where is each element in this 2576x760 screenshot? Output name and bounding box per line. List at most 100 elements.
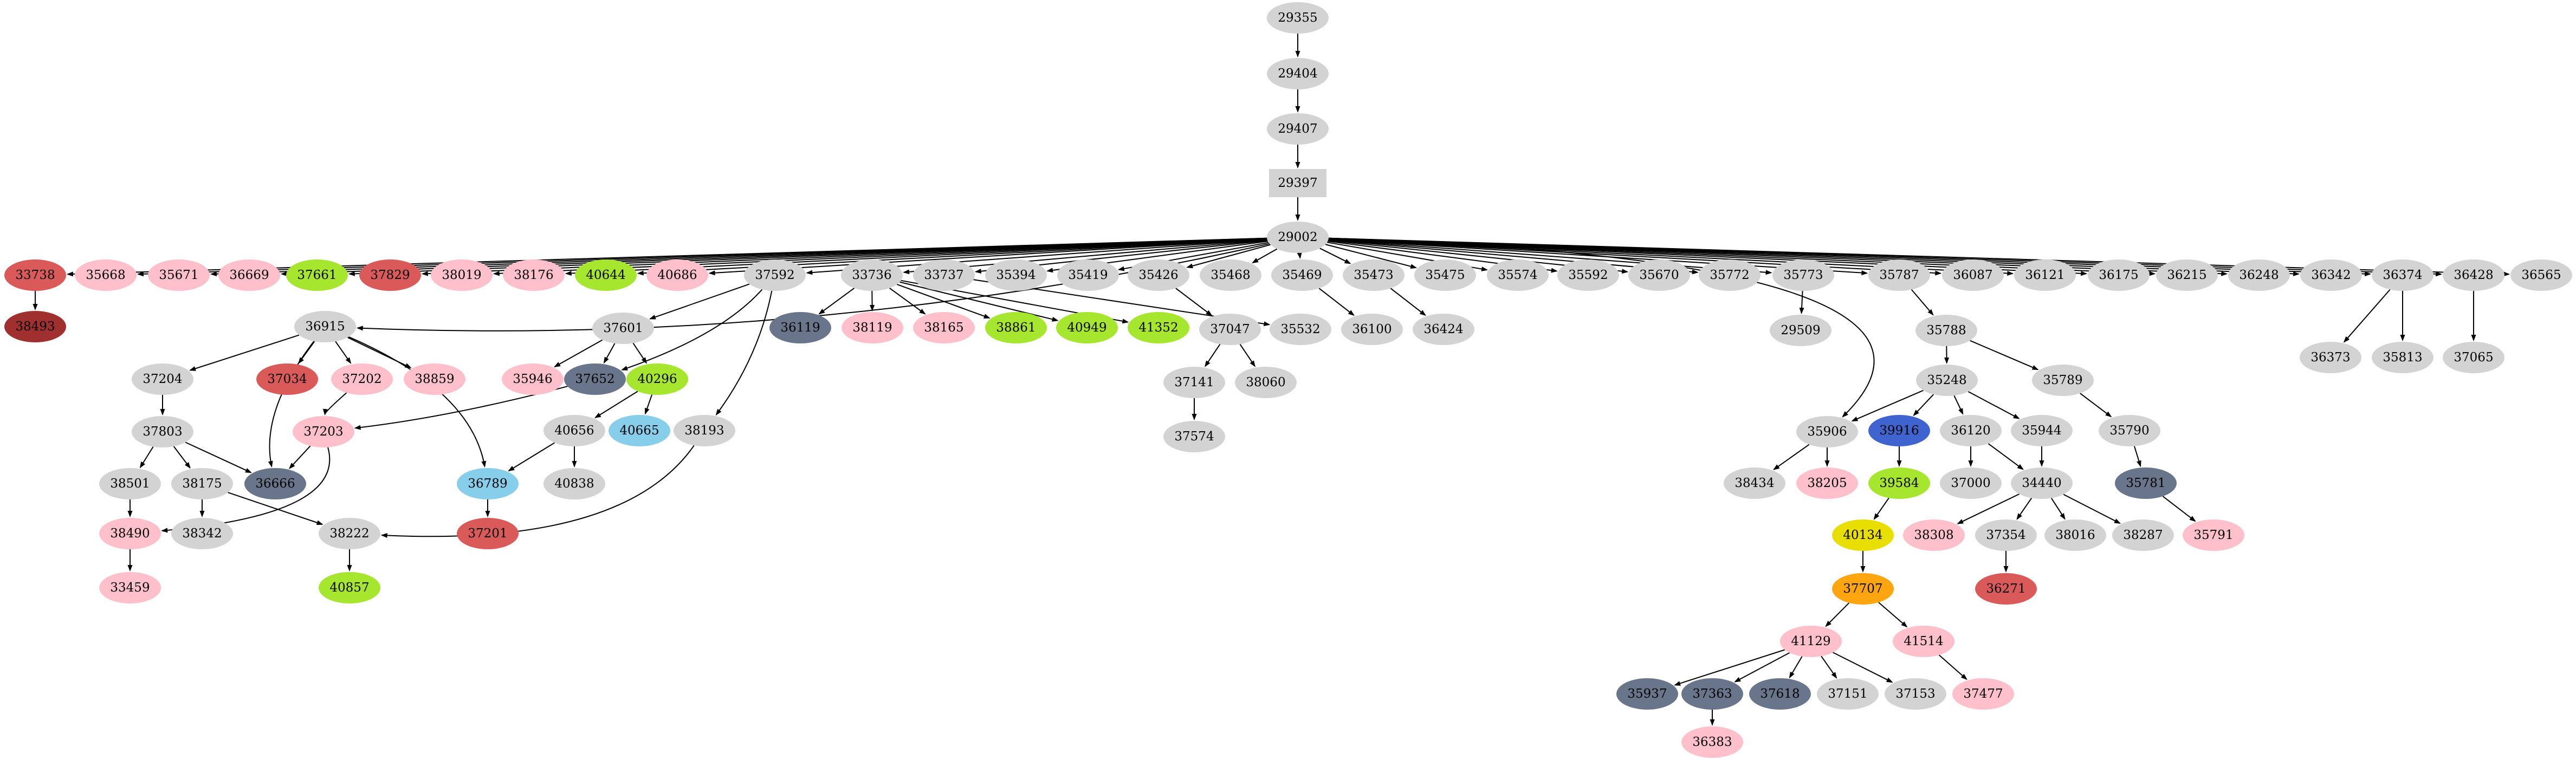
edge-37707-41129 — [1825, 602, 1850, 627]
graph-node-38193: 38193 — [674, 415, 735, 446]
edge-37803-38501 — [139, 446, 154, 469]
edge-35248-35906 — [1851, 389, 1924, 422]
graph-node-38287: 38287 — [2112, 519, 2174, 551]
edge-35469-36100 — [1318, 288, 1355, 316]
edge-34440-38016 — [2050, 498, 2066, 520]
edge-33736-40949 — [899, 281, 1059, 322]
graph-node-38490: 38490 — [99, 518, 161, 549]
graph-node-35772: 35772 — [1699, 259, 1761, 291]
edge-41514-37477 — [1938, 654, 1967, 680]
graph-node-35773: 35773 — [1772, 259, 1834, 291]
graph-node-35394: 35394 — [985, 259, 1047, 291]
graph-node-33738: 33738 — [4, 259, 66, 291]
graph-node-36215: 36215 — [2156, 259, 2218, 291]
graph-node-36374: 36374 — [2372, 259, 2433, 291]
graph-node-35791: 35791 — [2183, 519, 2244, 551]
edge-33736-38861 — [896, 283, 991, 319]
edge-35248-39916 — [1913, 394, 1934, 417]
graph-node-29407: 29407 — [1267, 113, 1329, 145]
edge-35789-35790 — [2080, 393, 2112, 418]
graph-node-35781: 35781 — [2115, 467, 2177, 499]
graph-node-40296: 40296 — [626, 363, 688, 395]
edge-36915-37204 — [189, 334, 300, 371]
graph-node-40686: 40686 — [646, 259, 708, 291]
edge-41129-35937 — [1674, 649, 1785, 686]
edge-39584-40134 — [1873, 497, 1889, 520]
graph-node-35813: 35813 — [2372, 342, 2433, 373]
graph-node-35475: 35475 — [1414, 259, 1476, 291]
edge-37601-37652 — [603, 343, 616, 364]
edge-38193-38222 — [380, 445, 695, 538]
edge-35906-38434 — [1773, 444, 1810, 470]
graph-node-34440: 34440 — [2011, 467, 2073, 499]
edge-29002-35473 — [1319, 248, 1351, 264]
graph-node-36119: 36119 — [769, 312, 831, 343]
graph-node-38060: 38060 — [1235, 367, 1297, 398]
edge-29002-35469 — [1297, 252, 1302, 259]
graph-node-38493: 38493 — [4, 311, 66, 342]
graph-node-40656: 40656 — [543, 415, 605, 446]
graph-node-35790: 35790 — [2099, 415, 2160, 446]
graph-node-36428: 36428 — [2443, 259, 2504, 291]
edge-34440-38308 — [1957, 493, 2020, 524]
graph-node-40838: 40838 — [543, 468, 605, 499]
edge-38175-38222 — [228, 492, 323, 525]
graph-node-36121: 36121 — [2014, 259, 2076, 291]
edge-36374-36373 — [2343, 289, 2391, 343]
edge-29002-36087 — [1328, 238, 1942, 276]
graph-node-37363: 37363 — [1681, 678, 1743, 710]
graph-node-37153: 37153 — [1885, 678, 1946, 710]
graph-node-35946: 35946 — [502, 363, 564, 395]
graph-node-38175: 38175 — [171, 468, 233, 499]
graph-node-37203: 37203 — [293, 416, 354, 447]
edge-35790-35781 — [2133, 446, 2141, 467]
graph-node-37047: 37047 — [1199, 314, 1261, 345]
graph-node-35944: 35944 — [2011, 415, 2073, 446]
graph-node-37652: 37652 — [564, 363, 626, 395]
edge-35473-36424 — [1390, 288, 1426, 316]
edge-41129-37363 — [1734, 652, 1790, 683]
edge-41129-37151 — [1821, 655, 1837, 679]
graph-node-35592: 35592 — [1557, 259, 1619, 291]
graph-node-38016: 38016 — [2044, 519, 2106, 551]
graph-node-36087: 36087 — [1942, 259, 2004, 291]
edge-35248-36120 — [1953, 395, 1964, 415]
edge-40656-36789 — [508, 442, 555, 472]
edge-40296-40665 — [644, 394, 653, 415]
graph-node-37707: 37707 — [1832, 573, 1894, 605]
graph-node-37477: 37477 — [1952, 678, 2014, 710]
graph-node-37574: 37574 — [1163, 421, 1225, 452]
edge-37047-37141 — [1205, 343, 1221, 367]
graph-node-37201: 37201 — [457, 518, 519, 549]
graph-node-35788: 35788 — [1915, 315, 1977, 346]
graph-node-41129: 41129 — [1780, 626, 1842, 657]
graph-node-37618: 37618 — [1749, 678, 1811, 710]
graph-node-35248: 35248 — [1916, 365, 1978, 396]
graph-node-35671: 35671 — [148, 259, 210, 291]
graph-node-35670: 35670 — [1628, 259, 1690, 291]
graph-node-35426: 35426 — [1128, 259, 1189, 291]
graph-node-37000: 37000 — [1940, 467, 2002, 499]
edge-37601-40296 — [632, 342, 648, 364]
graph-node-36565: 36565 — [2510, 259, 2572, 291]
graph-node-40644: 40644 — [575, 259, 637, 291]
edge-36915-36789 — [348, 336, 487, 468]
graph-node-35789: 35789 — [2032, 365, 2094, 396]
graph-node-35574: 35574 — [1487, 259, 1549, 291]
graph-node-35532: 35532 — [1270, 314, 1331, 345]
edge-40296-40656 — [594, 391, 638, 419]
edge-35781-35791 — [2162, 496, 2196, 522]
graph-node-37601: 37601 — [592, 313, 654, 344]
graph-node-36669: 36669 — [218, 259, 280, 291]
graph-node-40134: 40134 — [1832, 519, 1894, 551]
edge-29002-35475 — [1325, 244, 1418, 269]
graph-node-36373: 36373 — [2300, 342, 2361, 373]
graph-node-37354: 37354 — [1975, 519, 2037, 551]
graph-node-41352: 41352 — [1128, 312, 1189, 343]
graph-node-37202: 37202 — [331, 363, 393, 395]
edge-37047-38060 — [1239, 343, 1255, 367]
graph-node-35787: 35787 — [1868, 259, 1930, 291]
edge-37707-41514 — [1878, 602, 1908, 628]
edge-41129-37618 — [1789, 656, 1803, 679]
graph-node-40857: 40857 — [319, 572, 380, 603]
